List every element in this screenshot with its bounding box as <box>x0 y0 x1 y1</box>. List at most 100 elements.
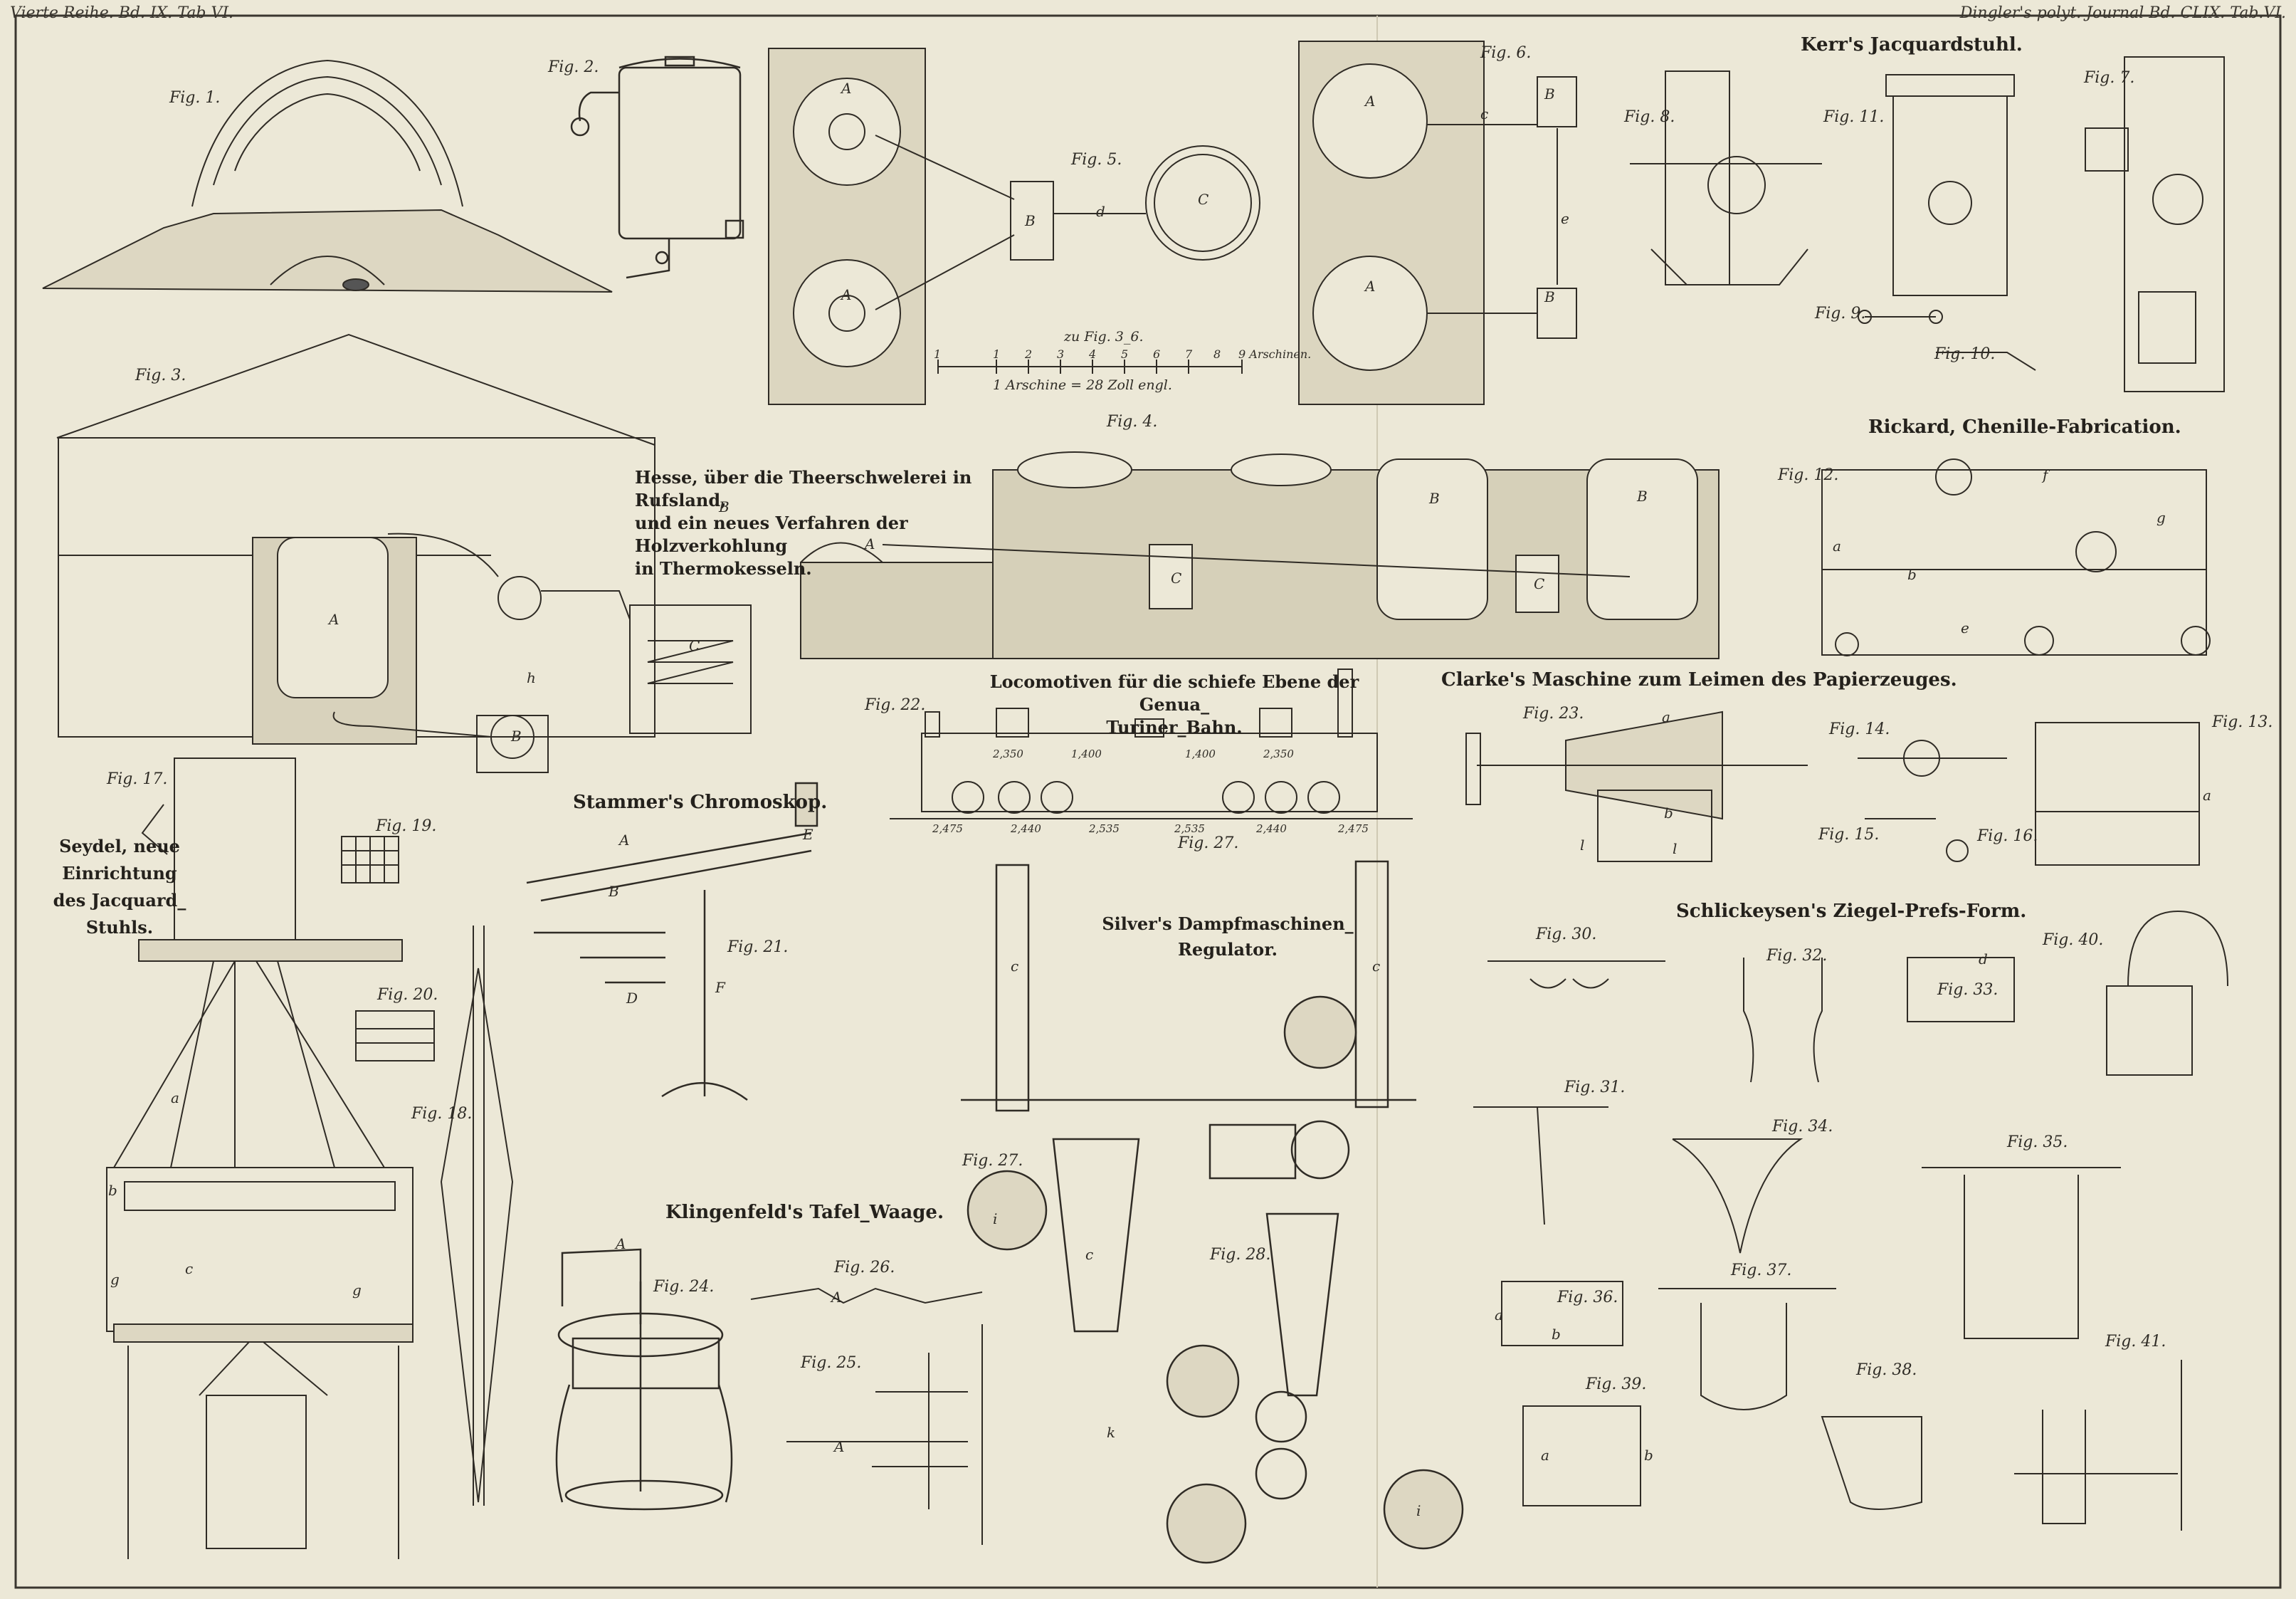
letter-B-fig6-bottom: B <box>1544 288 1555 305</box>
fig21-chromoskop <box>526 782 818 1101</box>
scale-tick-7: 7 <box>1185 347 1193 361</box>
fig-label-32: Fig. 32. <box>1766 947 1828 965</box>
scale-caption: zu Fig. 3_6. <box>1064 329 1144 345</box>
fig-label-27: Fig. 27. <box>1178 834 1239 852</box>
fig-label-14: Fig. 14. <box>1829 720 1890 738</box>
fig-label-10: Fig. 10. <box>1934 345 1996 363</box>
fig4-furnace <box>800 451 1720 659</box>
fig23-clarke <box>1465 711 1808 862</box>
fig-label-25: Fig. 25. <box>801 1354 862 1372</box>
fig5-plan <box>768 48 1260 405</box>
fig-label-36: Fig. 36. <box>1557 1289 1618 1306</box>
seydel-title-line3: des Jacquard_ <box>53 890 186 911</box>
fig-label-4: Fig. 4. <box>1107 413 1158 431</box>
letter-A-fig3: A <box>329 611 339 628</box>
letter-A-fig6-top: A <box>1365 93 1376 110</box>
locomotive-title-line2: Turiner_Bahn. <box>1106 717 1243 738</box>
letter-C-fig3: C <box>689 637 700 654</box>
fig2-vessel <box>570 56 744 279</box>
fig-label-16: Fig. 16. <box>1977 827 2038 845</box>
fig-label-39: Fig. 39. <box>1586 1375 1647 1393</box>
loco-dim-10: 2,440 <box>1256 822 1287 835</box>
letter-e-fig12: e <box>1961 619 1969 636</box>
loco-dim-6: 2,535 <box>1089 822 1120 835</box>
fig-label-17: Fig. 17. <box>107 770 168 788</box>
plate-header-left: Vierte Reihe. Bd. IX. Tab VI. <box>10 4 234 22</box>
scale-tick-1: 1 <box>993 347 1001 361</box>
seydel-title: Seydel, neue Einrichtung des Jacquard_ S… <box>48 833 191 941</box>
fig-label-41: Fig. 41. <box>2105 1333 2166 1351</box>
fig-label-18: Fig. 18. <box>411 1105 473 1123</box>
figs25-26-diagrams <box>750 1287 983 1545</box>
rickard-title: Rickard, Chenille-Fabrication. <box>1868 416 2181 438</box>
scale-tick-0: 1 <box>934 347 942 361</box>
letter-C-fig5: C <box>1198 191 1209 208</box>
fig-label-7: Fig. 7. <box>2084 69 2135 87</box>
silver-title: Silver's Dampfmaschinen_ Regulator. <box>1100 911 1356 963</box>
locomotive-title-line1: Locomotiven für die schiefe Ebene der Ge… <box>989 671 1359 715</box>
loco-dim-5: 2,475 <box>932 822 963 835</box>
letter-A-fig6-bottom: A <box>1365 278 1376 295</box>
letter-A-fig21: A <box>619 832 630 849</box>
fig-label-37: Fig. 37. <box>1731 1262 1792 1279</box>
fig3-house <box>56 333 752 773</box>
letter-e-fig6: e <box>1561 210 1569 227</box>
fig-label-8: Fig. 8. <box>1624 108 1675 126</box>
fig-label-34: Fig. 34. <box>1772 1118 1833 1136</box>
letter-g-fig17: g <box>110 1271 120 1288</box>
scale-tick-8: 8 <box>1213 347 1221 361</box>
letter-d-fig5: d <box>1096 203 1105 220</box>
scale-bar <box>937 360 1243 374</box>
schlickeysen-title: Schlickeysen's Ziegel-Prefs-Form. <box>1676 901 2027 922</box>
locomotive-title: Locomotiven für die schiefe Ebene der Ge… <box>961 671 1388 739</box>
fig22-locomotive <box>890 669 1413 819</box>
loco-dim-8: 2,475 <box>1338 822 1369 835</box>
loco-dim-1: 2,350 <box>993 748 1023 760</box>
letter-l-fig23: l <box>1580 837 1585 854</box>
clarke-title: Clarke's Maschine zum Leimen des Papierz… <box>1441 669 1957 691</box>
scale-tick-5: 5 <box>1121 347 1129 361</box>
fig-label-11: Fig. 11. <box>1823 108 1885 126</box>
fig-label-23: Fig. 23. <box>1523 705 1584 723</box>
scale-tick-2: 2 <box>1025 347 1033 361</box>
fig-label-19: Fig. 19. <box>376 817 437 835</box>
letter-b-fig12: b <box>1907 566 1917 583</box>
letter-C-fig4-2: C <box>1534 575 1545 592</box>
letter-d-fig33: d <box>1979 950 1988 968</box>
fig-label-9: Fig. 9. <box>1815 305 1866 323</box>
fig-label-27-b: Fig. 27. <box>962 1152 1023 1170</box>
letter-i-fig28: i <box>1416 1502 1421 1519</box>
letter-c-fig27: c <box>1011 958 1019 975</box>
figs13-16 <box>1858 722 2200 866</box>
letter-k-fig27: k <box>1107 1424 1116 1441</box>
fig24-tafelwaage <box>555 1248 733 1511</box>
letter-B-fig5: B <box>1025 212 1036 229</box>
plate-header-right: Dingler's polyt. Journal Bd. CLIX. Tab.V… <box>1959 4 2286 22</box>
fig-label-13: Fig. 13. <box>2212 713 2273 731</box>
fig-label-12: Fig. 12. <box>1778 466 1839 484</box>
fig-label-28: Fig. 28. <box>1210 1246 1271 1264</box>
fig-label-2: Fig. 2. <box>548 58 599 76</box>
letter-a-fig12: a <box>1833 538 1841 555</box>
letter-A-fig26: A <box>831 1289 842 1306</box>
letter-B-fig4-3: B <box>1637 488 1648 505</box>
letter-B-fig6-top: B <box>1544 85 1555 103</box>
hesse-title-line2: und ein neues Verfahren der Holzverkohlu… <box>635 513 908 556</box>
scale-tick-6: 6 <box>1153 347 1161 361</box>
letter-B-fig4-1: B <box>719 498 730 515</box>
letter-A-fig5-top: A <box>841 80 852 97</box>
fig1-kiln <box>42 59 613 293</box>
fig-label-33: Fig. 33. <box>1937 981 1999 999</box>
loco-dim-4: 2,350 <box>1263 748 1294 760</box>
letter-B-fig4-2: B <box>1429 490 1440 507</box>
fig-label-3: Fig. 3. <box>135 367 186 384</box>
letter-a-fig13: a <box>2203 787 2211 804</box>
letter-c-fig27-2: c <box>1372 958 1381 975</box>
fig-label-22: Fig. 22. <box>865 696 926 714</box>
stammer-title: Stammer's Chromoskop. <box>573 792 828 813</box>
fig-label-38: Fig. 38. <box>1856 1361 1917 1379</box>
letter-b-fig39: b <box>1644 1447 1653 1464</box>
fig-label-1: Fig. 1. <box>169 89 221 107</box>
letter-c-fig17: c <box>185 1260 194 1277</box>
letter-A-fig4: A <box>865 535 875 552</box>
